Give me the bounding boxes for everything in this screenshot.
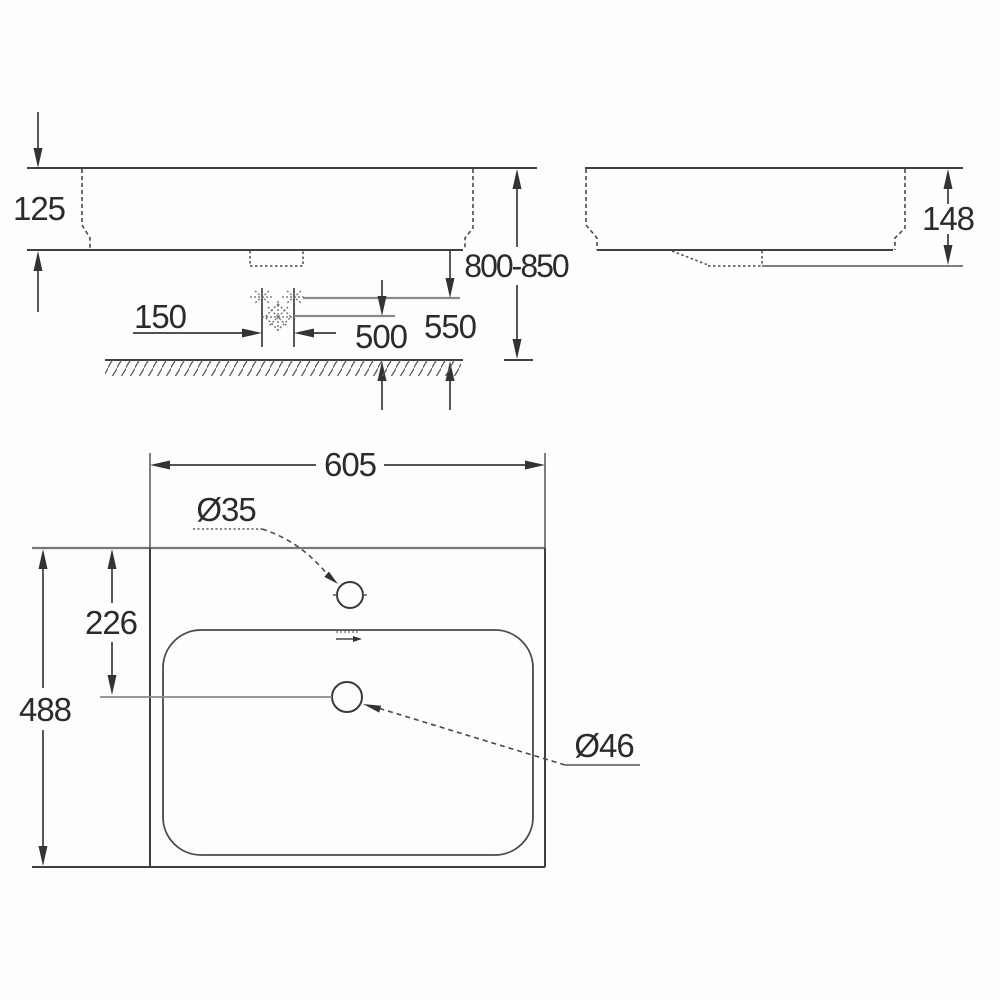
drain-hole xyxy=(331,681,363,713)
front-basin-left-edge xyxy=(81,169,91,250)
leader-tap-hole: Ø35 xyxy=(193,491,338,584)
dim-drain-height-500: 500 xyxy=(355,280,409,410)
dim-mounting-height-800-850: 800-850 xyxy=(464,169,571,359)
supply-cross-left-icon xyxy=(250,289,274,305)
dim-tap-to-drain-226: 226 xyxy=(85,549,138,695)
label-226: 226 xyxy=(85,604,137,641)
front-view: 125 xyxy=(13,112,571,410)
label-800-850: 800-850 xyxy=(464,248,569,284)
label-550: 550 xyxy=(424,308,477,345)
dim-width-605: 605 xyxy=(150,446,545,483)
side-basin-right-edge xyxy=(894,169,906,250)
bowl-outline xyxy=(162,629,534,856)
floor-hatch xyxy=(105,359,533,376)
supply-cross-right-icon xyxy=(282,289,306,305)
label-500: 500 xyxy=(355,318,408,355)
leader-drain-hole: Ø46 xyxy=(363,704,640,766)
drain-outlet-symbol-icon xyxy=(262,301,294,333)
side-drain-boss xyxy=(671,250,763,267)
plan-view: 605 Ø35 Ø46 xyxy=(19,446,640,868)
dim-side-height-148: 148 xyxy=(922,169,975,265)
label-605: 605 xyxy=(324,446,376,483)
overflow-slot-icon xyxy=(336,631,362,642)
side-view: 148 xyxy=(585,167,975,267)
label-148: 148 xyxy=(922,200,974,237)
front-basin-right-edge xyxy=(464,169,474,250)
supply-connections xyxy=(250,288,306,347)
label-dia-46: Ø46 xyxy=(574,727,633,764)
label-488: 488 xyxy=(19,691,71,728)
dim-depth-488: 488 xyxy=(19,549,72,866)
label-dia-35: Ø35 xyxy=(196,491,255,528)
side-basin-left-edge xyxy=(585,169,598,250)
dim-basin-height-125: 125 xyxy=(13,112,66,312)
tap-hole xyxy=(333,581,367,609)
front-drain-boss xyxy=(249,251,304,267)
label-125: 125 xyxy=(13,190,65,227)
label-150: 150 xyxy=(134,298,187,335)
dim-supply-spacing-150: 150 xyxy=(133,298,336,338)
